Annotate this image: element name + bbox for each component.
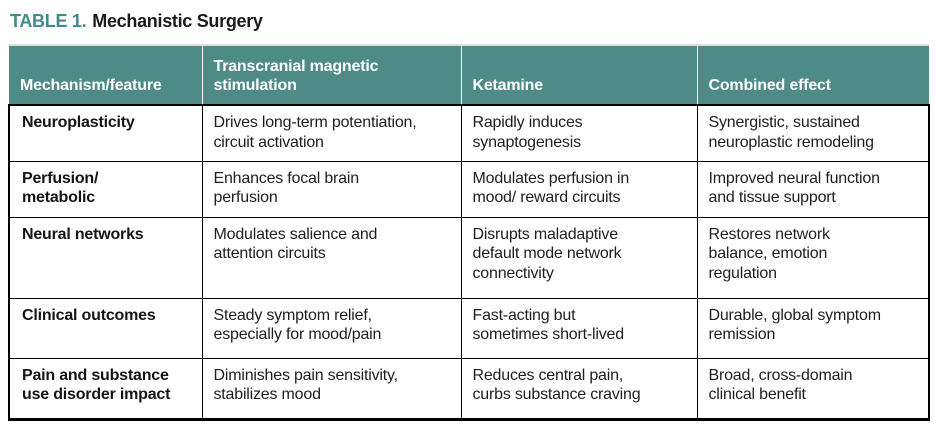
cell-tms: Drives long-term potentiation, circuit a… — [201, 104, 462, 162]
table-title: TABLE 1.Mechanistic Surgery — [10, 11, 936, 32]
cell-tms: Diminishes pain sensitivity, stabilizes … — [201, 357, 462, 421]
cell-ketamine: Reduces central pain, curbs substance cr… — [460, 357, 698, 421]
cell-feature: Clinical outcomes — [8, 297, 203, 359]
col-header-mechanism-feature: Mechanism/feature — [9, 44, 202, 105]
cell-feature: Pain and substance use disorder impact — [8, 357, 203, 421]
cell-ketamine: Disrupts maladaptive default mode networ… — [460, 216, 698, 299]
cell-combined: Synergistic, sustained neuroplastic remo… — [696, 104, 930, 162]
col-header-ketamine: Ketamine — [460, 44, 697, 105]
cell-ketamine: Fast-acting but sometimes short-lived — [460, 297, 698, 359]
cell-tms: Steady symptom relief, especially for mo… — [201, 297, 462, 359]
table-name: Mechanistic Surgery — [92, 11, 263, 31]
table-number-label: TABLE 1. — [10, 11, 87, 31]
cell-combined: Restores network balance, emotion regula… — [696, 216, 930, 299]
col-header-tms: Transcranial magnetic stimulation — [201, 44, 461, 105]
cell-feature: Neural networks — [8, 216, 203, 299]
header-row: Mechanism/feature Transcranial magnetic … — [9, 44, 929, 105]
cell-combined: Durable, global symptom remission — [696, 297, 930, 359]
cell-ketamine: Modulates perfusion in mood/ reward circ… — [460, 160, 698, 218]
cell-tms: Modulates salience and attention circuit… — [201, 216, 462, 299]
cell-combined: Improved neural function and tissue supp… — [696, 160, 930, 218]
table-row-clinical-outcomes: Clinical outcomes Steady symptom relief,… — [8, 297, 930, 359]
mechanism-table: Mechanism/feature Transcranial magnetic … — [8, 44, 930, 421]
table-row-pain-substance-use: Pain and substance use disorder impact D… — [8, 357, 930, 421]
cell-ketamine: Rapidly induces synaptogenesis — [460, 104, 698, 162]
col-header-combined-effect: Combined effect — [696, 44, 929, 105]
cell-tms: Enhances focal brain perfusion — [201, 160, 462, 218]
table-row-neuroplasticity: Neuroplasticity Drives long-term potenti… — [8, 104, 930, 162]
table-row-neural-networks: Neural networks Modulates salience and a… — [8, 216, 930, 299]
cell-feature: Perfusion/ metabolic — [8, 160, 203, 218]
table-row-perfusion-metabolic: Perfusion/ metabolic Enhances focal brai… — [8, 160, 930, 218]
cell-combined: Broad, cross-domain clinical benefit — [696, 357, 930, 421]
cell-feature: Neuroplasticity — [8, 104, 203, 162]
